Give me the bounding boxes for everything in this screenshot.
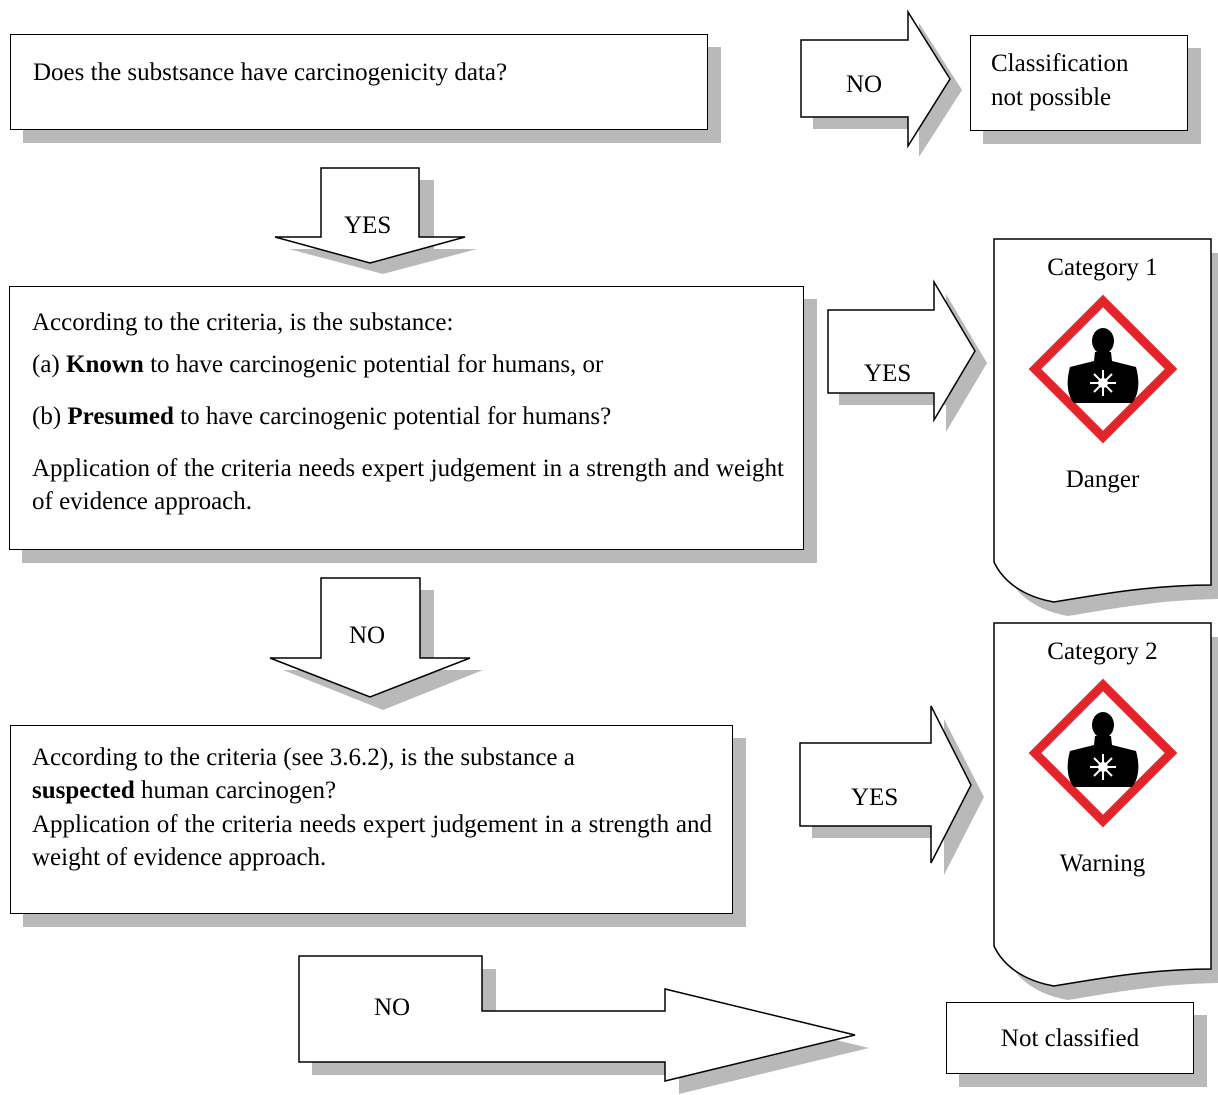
- category-1-signal-word: Danger: [1065, 466, 1140, 493]
- arrow-label-yes: YES: [344, 212, 392, 239]
- result-classification-not-possible: Classification not possible: [970, 35, 1188, 131]
- arrow-label-yes: YES: [864, 360, 912, 387]
- arrow-right-yes-2: [799, 705, 972, 864]
- option-b-prefix: (b): [32, 403, 62, 430]
- arrow-down-no: [269, 577, 471, 698]
- result-not-classified: Not classified: [946, 1002, 1194, 1074]
- not-classified-text: Not classified: [1000, 1025, 1140, 1052]
- arrow-label-no: NO: [846, 71, 883, 98]
- arrow-label-no: NO: [374, 994, 411, 1021]
- arrow-label-no: NO: [349, 622, 386, 649]
- arrow-label-yes: YES: [851, 784, 899, 811]
- question-text: Does the substsance have carcinogenicity…: [33, 59, 508, 86]
- option-a-text: to have carcinogenic potential for human…: [150, 351, 604, 378]
- category-1-title: Category 1: [1047, 254, 1158, 281]
- option-a: (a) Known to have carcinogenic potential…: [32, 349, 603, 382]
- option-a-prefix: (a): [32, 351, 60, 378]
- question-line-2-text: human carcinogen?: [141, 777, 337, 804]
- question-carcinogenicity-data: Does the substsance have carcinogenicity…: [10, 34, 708, 130]
- arrow-right-no: [800, 9, 951, 149]
- question-intro: According to the criteria, is the substa…: [32, 309, 454, 336]
- option-b-keyword: Presumed: [67, 403, 174, 430]
- question-known-or-presumed: According to the criteria, is the substa…: [9, 286, 804, 550]
- result-line-2: not possible: [991, 84, 1112, 111]
- question-suspected-carcinogen: According to the criteria (see 3.6.2), i…: [10, 725, 733, 914]
- question-line-2: suspected human carcinogen?: [32, 775, 336, 808]
- category-2-signal-word: Warning: [1059, 850, 1146, 877]
- arrow-bent-no: [298, 955, 856, 1082]
- option-b: (b) Presumed to have carcinogenic potent…: [32, 401, 611, 434]
- expert-judgement-note: Application of the criteria needs expert…: [32, 811, 712, 871]
- suspected-keyword: suspected: [32, 777, 135, 804]
- option-b-text: to have carcinogenic potential for human…: [180, 403, 612, 430]
- arrow-down-yes: [274, 167, 466, 264]
- question-line-1: According to the criteria (see 3.6.2), i…: [32, 744, 575, 771]
- option-a-keyword: Known: [66, 351, 144, 378]
- category-2-title: Category 2: [1047, 638, 1158, 665]
- result-line-1: Classification: [991, 50, 1129, 77]
- arrow-right-yes-1: [827, 279, 976, 423]
- expert-judgement-note: Application of the criteria needs expert…: [32, 455, 784, 515]
